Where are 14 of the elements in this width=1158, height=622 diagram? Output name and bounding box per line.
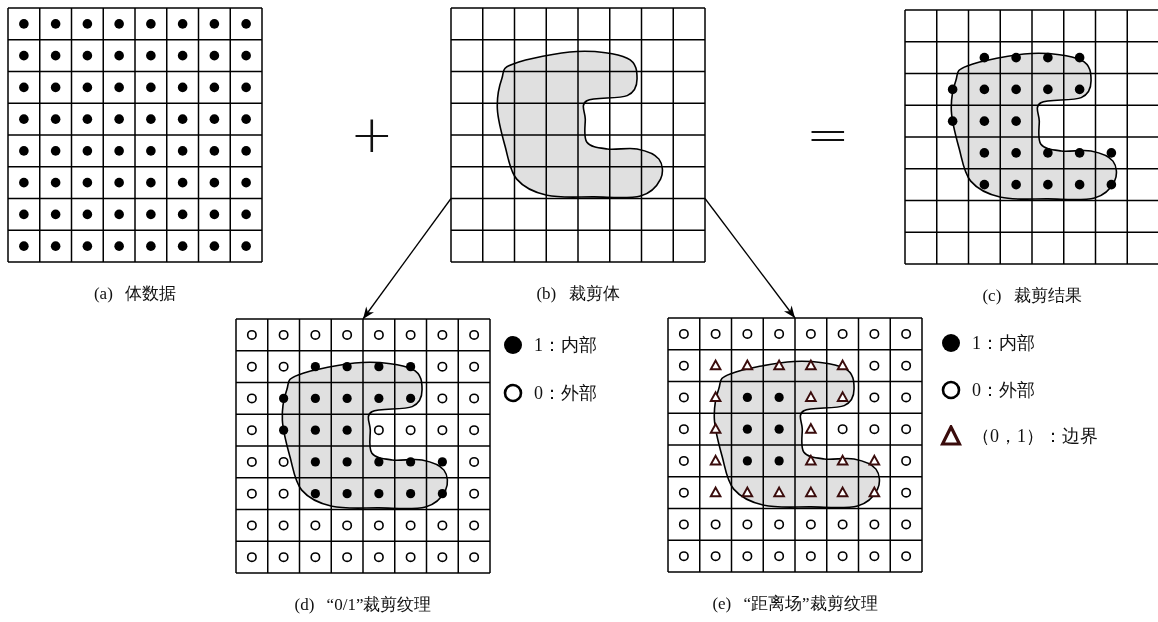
panel-caption: (b) 裁剪体	[535, 283, 621, 305]
panel-caption: (d) “0/1”裁剪纹理	[293, 594, 433, 616]
panel-caption: (e) “距离场”裁剪纹理	[711, 593, 879, 615]
legend-text: 1：内部	[972, 332, 1035, 355]
legend-text: 0：外部	[534, 382, 597, 405]
legend-text: （0，1）：边界	[972, 425, 1098, 448]
arrow	[704, 197, 796, 319]
legend-text: 0：外部	[972, 379, 1035, 402]
panel-caption: (a) 体数据	[92, 283, 178, 305]
equals-sign: =	[806, 108, 850, 160]
legend-text: 1：内部	[534, 334, 597, 357]
plus-sign: +	[350, 108, 394, 160]
panel-caption: (c) 裁剪结果	[981, 285, 1083, 307]
arrow	[362, 197, 452, 320]
